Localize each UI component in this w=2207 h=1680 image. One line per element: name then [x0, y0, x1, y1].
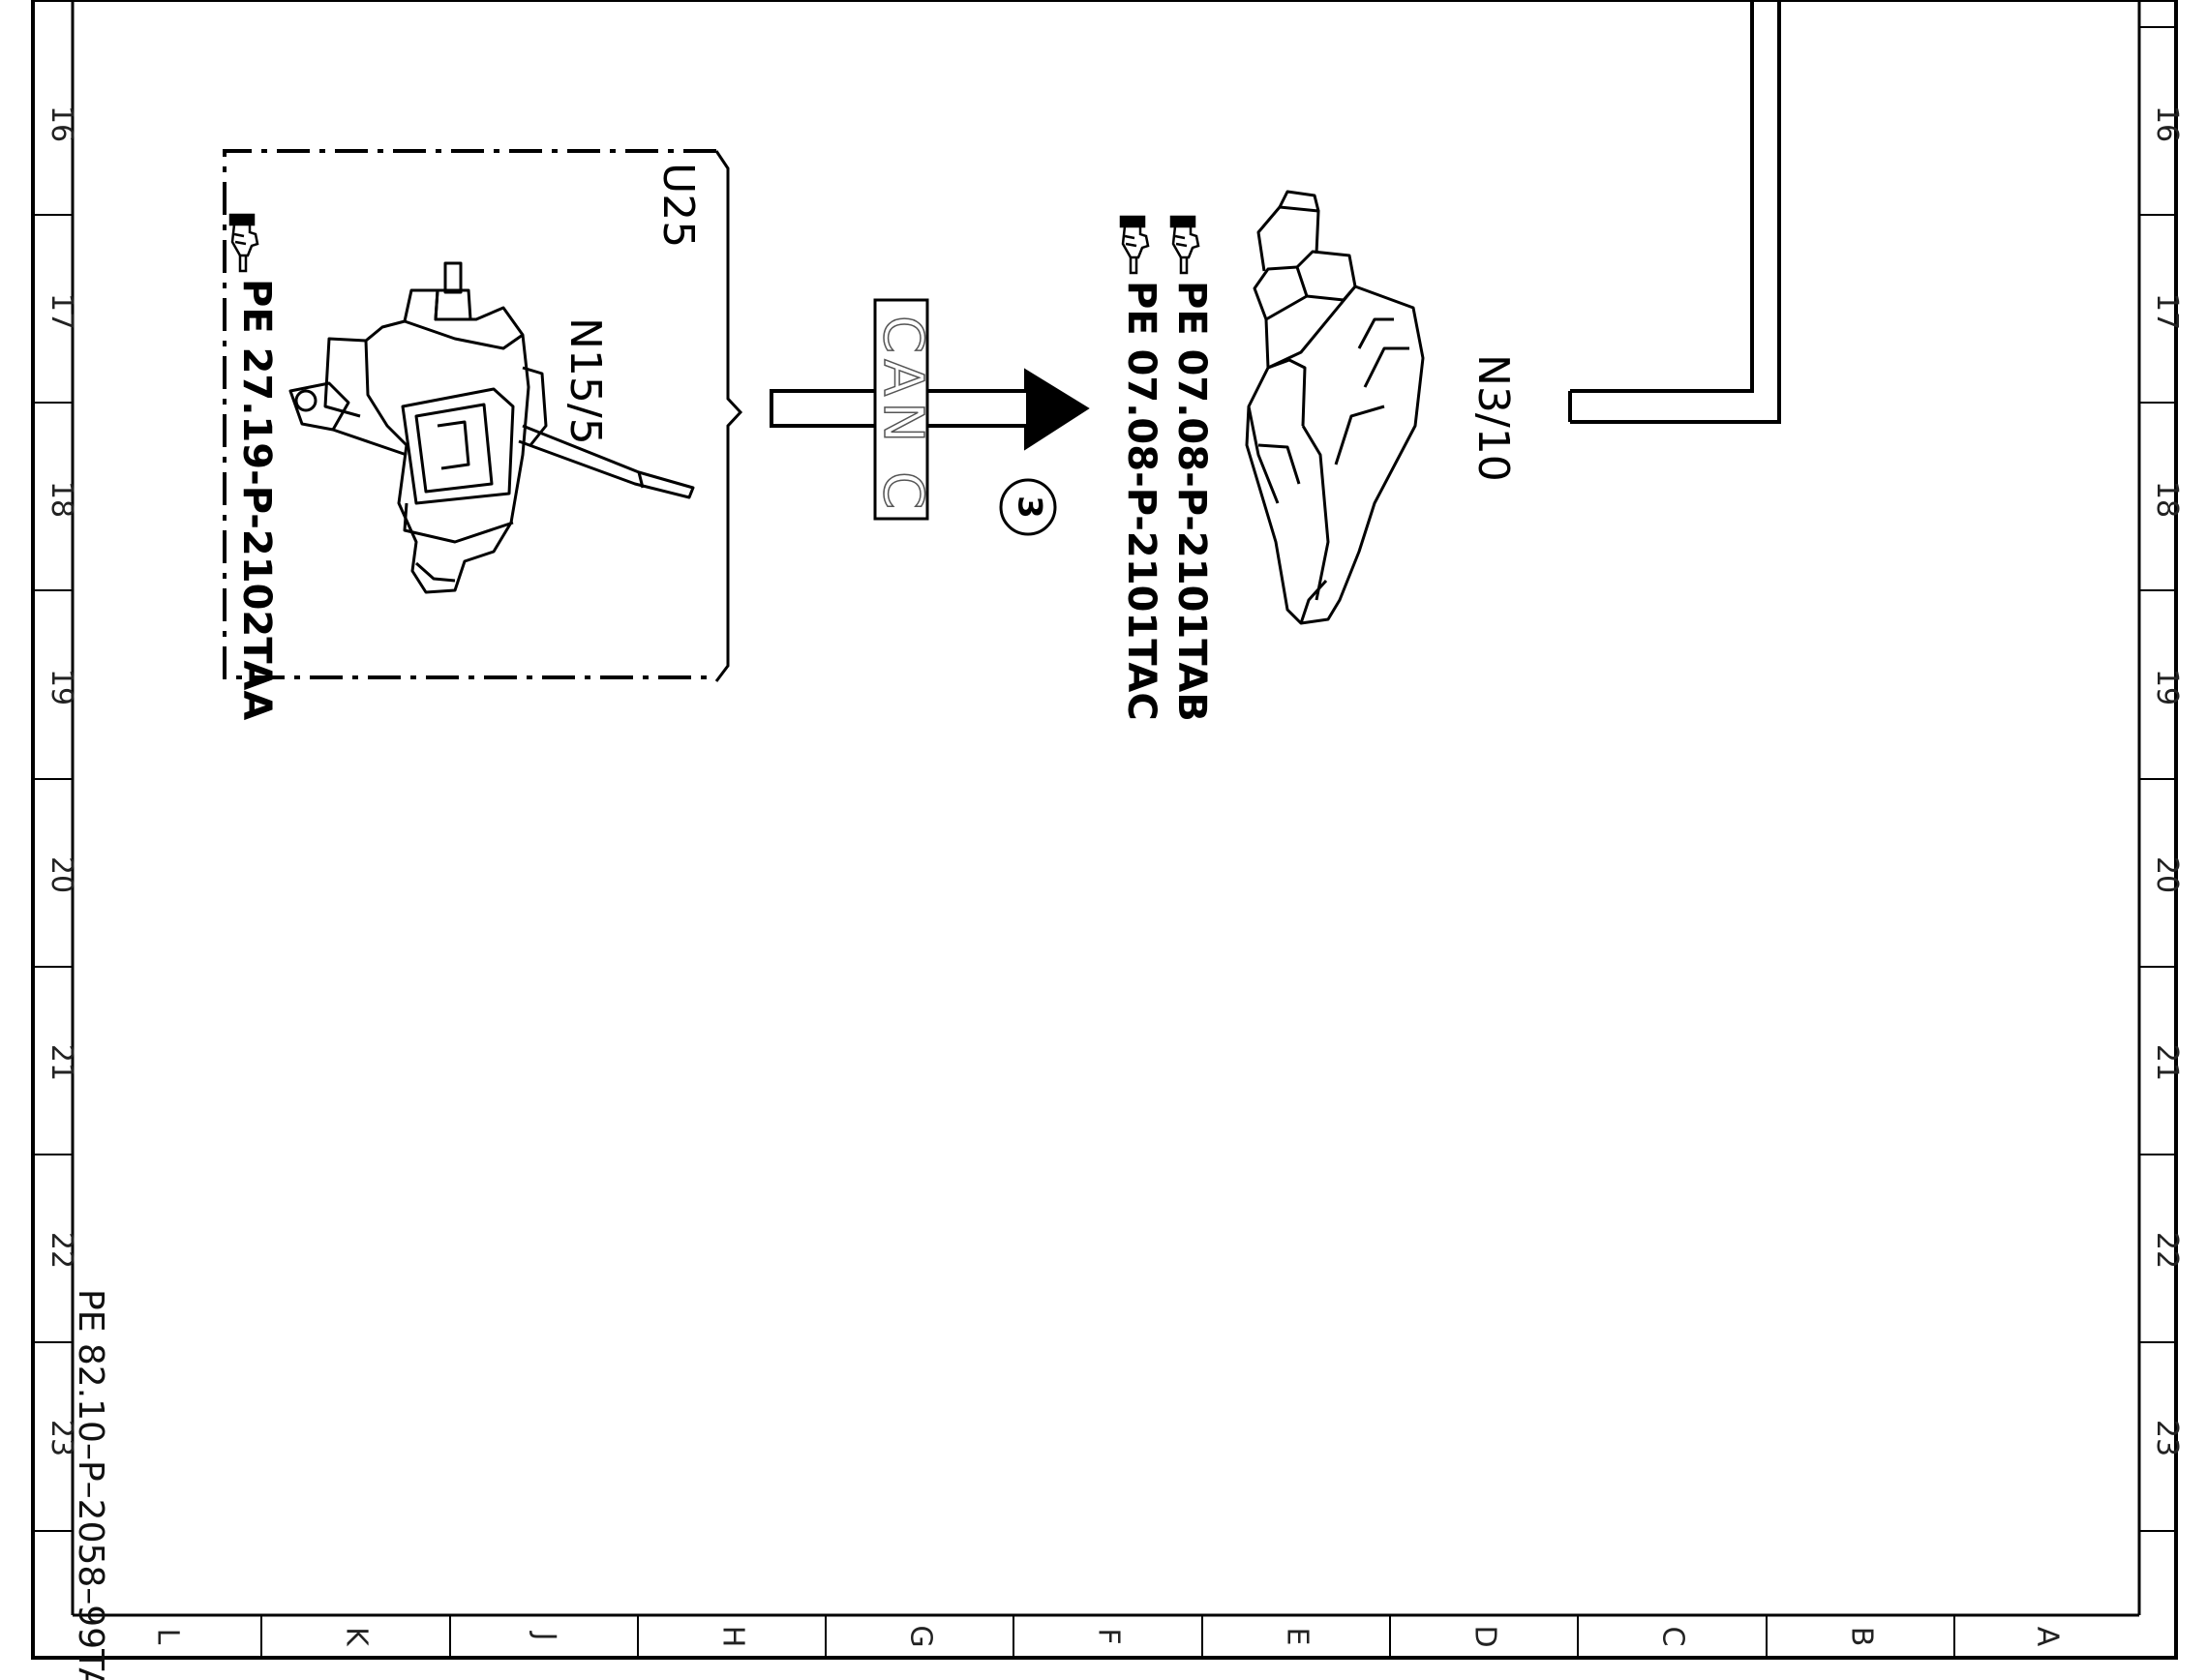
row-zone-label: 21: [2150, 1044, 2184, 1081]
row-zone-labels-right: 16 17 18 19 20 21 22 23: [2150, 105, 2184, 1456]
bus-marker-number: 3: [1011, 495, 1049, 519]
can-bus-label-box: CAN C: [870, 298, 935, 521]
row-zone-label: 20: [45, 856, 78, 893]
group-label: U25: [653, 163, 703, 248]
column-zone-labels: L K J H G F E D C B A: [151, 1625, 2065, 1647]
can-bus-label: CAN C: [871, 315, 934, 515]
row-zone-label: 16: [2150, 105, 2184, 142]
column-zone-label: G: [904, 1625, 938, 1647]
column-zone-label: D: [1468, 1625, 1502, 1647]
row-zone-label: 22: [2150, 1232, 2184, 1269]
row-zone-label: 18: [45, 481, 78, 518]
column-zone-label: H: [716, 1626, 750, 1648]
sheet-frame: [31, 0, 2178, 1660]
hand-pointing-icon: [1169, 215, 1200, 275]
switch-label: N15/5: [560, 317, 610, 445]
hand-pointing-icon: [1119, 215, 1150, 275]
column-zone-label: K: [340, 1627, 374, 1647]
column-zone-label: C: [1656, 1627, 1690, 1647]
row-zone-label: 19: [2150, 669, 2184, 705]
group-boundary: [223, 149, 716, 679]
group-bracket: [714, 150, 743, 682]
row-zone-label: 20: [2150, 856, 2184, 893]
column-zone-label: F: [1092, 1628, 1126, 1644]
bus-marker: 3: [999, 478, 1057, 536]
drawing-reference: PE 82.10–P–2058–99TAA: [71, 1289, 110, 1680]
row-zone-label: 18: [2150, 481, 2184, 518]
column-zone-label: A: [2031, 1627, 2065, 1647]
row-zone-label: 21: [45, 1044, 78, 1081]
row-zone-label: 23: [2150, 1420, 2184, 1456]
switch-ref: PE 27.19-P-2102TAA: [234, 279, 279, 720]
control-unit-label: N3/10: [1468, 354, 1518, 482]
column-zone-label: J: [529, 1631, 562, 1641]
control-unit-ref: PE 07.08-P-2101TAC: [1119, 281, 1164, 721]
column-zone-label: L: [151, 1629, 185, 1645]
gear-selector-switch-n15-5[interactable]: N15/5 PE 27.19-P-2102TAA: [228, 213, 695, 720]
connection-wire: [1568, 0, 1781, 424]
row-zone-label: 17: [45, 293, 78, 330]
component-group-u25[interactable]: U25: [223, 149, 743, 682]
row-zone-label: 17: [2150, 293, 2184, 330]
row-zone-label: 16: [45, 105, 78, 142]
control-unit-n3-10[interactable]: N3/10 PE 07.08-P-2101TAB PE 07.08-P-2101…: [1119, 190, 1518, 722]
row-zone-label: 23: [45, 1420, 78, 1456]
control-unit-ref: PE 07.08-P-2101TAB: [1169, 281, 1214, 722]
row-zone-label: 19: [45, 669, 78, 705]
column-zone-label: B: [1845, 1627, 1879, 1647]
row-zone-labels-left: 16 17 18 19 20 21 22 23: [45, 105, 78, 1456]
control-unit-illustration: [1245, 190, 1425, 625]
switch-illustration: [288, 261, 695, 594]
hand-pointing-icon: [228, 213, 259, 273]
row-zone-label: 22: [45, 1232, 78, 1269]
column-zone-label: E: [1281, 1628, 1315, 1646]
